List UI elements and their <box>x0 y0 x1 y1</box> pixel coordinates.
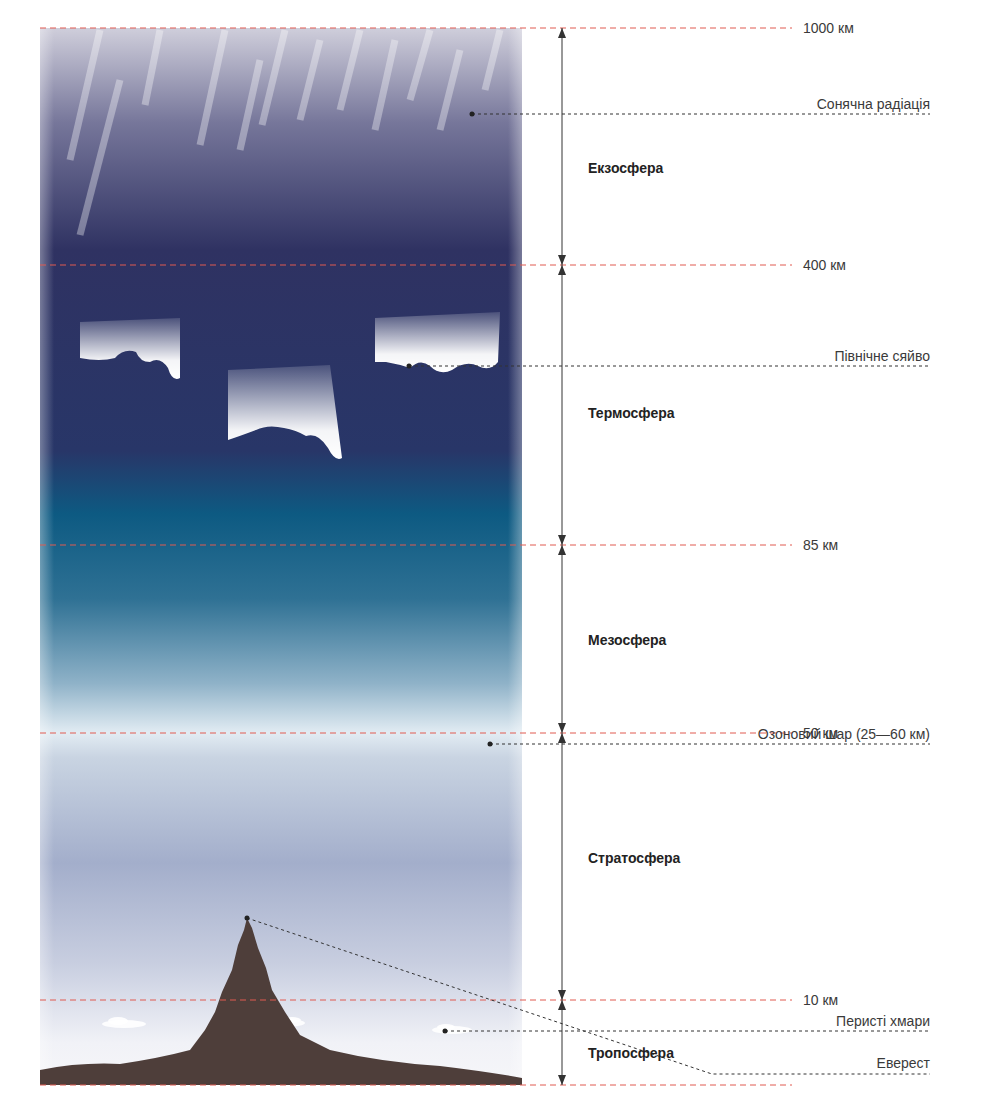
sky-column <box>40 28 522 1085</box>
layer-name: Стратосфера <box>588 850 680 867</box>
leader-lines <box>247 114 930 1074</box>
aurora <box>80 312 500 459</box>
layer-name: Тропосфера <box>588 1045 674 1062</box>
mountain-everest <box>40 918 522 1085</box>
height-value: 10 км <box>803 992 838 1009</box>
layer-name: Екзосфера <box>588 160 663 177</box>
callout-label: Перисті хмари <box>836 1013 930 1030</box>
solar-rays <box>70 30 500 235</box>
layer-name: Мезосфера <box>588 632 666 649</box>
height-value: 400 км <box>803 257 846 274</box>
leader-dots <box>245 112 493 1034</box>
height-value: 85 км <box>803 537 838 554</box>
callout-label: Озоновий шар (25—60 км) <box>758 726 930 743</box>
height-value: 1000 км <box>803 20 854 37</box>
callout-label: Еверест <box>877 1055 930 1072</box>
height-scale <box>558 28 566 1085</box>
boundary-lines <box>40 28 792 1085</box>
callout-label: Сонячна радіація <box>817 96 930 113</box>
column-edge <box>508 28 522 1085</box>
callout-label: Північне сяйво <box>834 348 930 365</box>
column-edge <box>40 28 54 1085</box>
layer-name: Термосфера <box>588 405 675 422</box>
